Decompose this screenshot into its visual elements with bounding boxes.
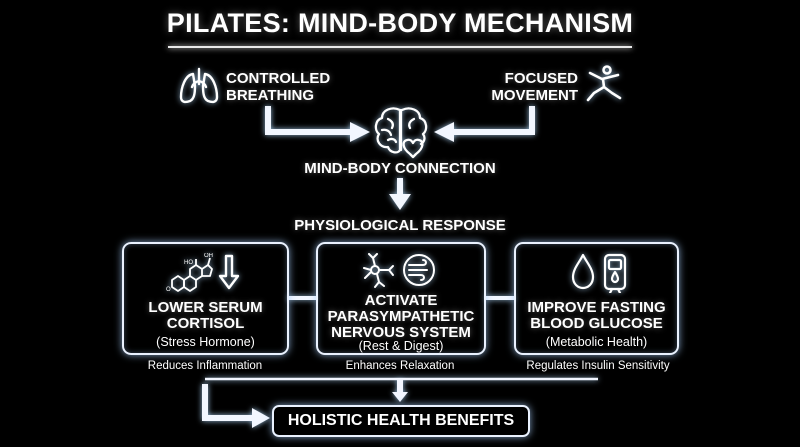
card-cortisol-note: Reduces Inflammation: [147, 360, 263, 372]
glucose-drop-meter-icon: [571, 253, 627, 293]
card-parasympathetic-title: ACTIVATE PARASYMPATHETIC NERVOUS SYSTEM: [318, 293, 484, 341]
card-parasympathetic-line3: NERVOUS SYSTEM: [331, 324, 471, 341]
card-glucose: IMPROVE FASTING BLOOD GLUCOSE (Metabolic…: [514, 242, 679, 355]
svg-text:OH: OH: [204, 253, 213, 259]
right-arrowhead: [434, 122, 454, 142]
card-cortisol-line2: CORTISOL: [166, 315, 245, 332]
outcome-box: HOLISTIC HEALTH BENEFITS: [272, 405, 530, 437]
input-left-line1: CONTROLLED: [226, 70, 331, 87]
lungs-icon: [179, 67, 219, 104]
card-parasympathetic-line1: ACTIVATE: [364, 292, 438, 309]
input-left-line2: BREATHING: [226, 87, 315, 104]
card-glucose-subtitle: (Metabolic Health): [545, 335, 648, 349]
down-arrowhead-1: [389, 194, 411, 210]
response-label: PHYSIOLOGICAL RESPONSE: [294, 217, 506, 234]
card-parasympathetic-note: Enhances Relaxation: [345, 360, 455, 372]
card-cortisol-line1: LOWER SERUM: [148, 299, 263, 316]
card-glucose-note: Regulates Insulin Sensitivity: [526, 360, 670, 372]
left-arrowhead: [350, 122, 370, 142]
right-connector: [452, 106, 535, 135]
card-parasympathetic-subtitle: (Rest & Digest): [358, 339, 444, 353]
page-title: PILATES: MIND-BODY MECHANISM: [166, 8, 634, 38]
svg-text:HO: HO: [184, 260, 193, 266]
left-connector: [265, 106, 352, 135]
input-right-label: FOCUSED MOVEMENT: [470, 70, 578, 104]
card-cortisol: HO OH O LOWER SERUM CORTISOL (Stress Hor…: [122, 242, 289, 355]
input-left-label: CONTROLLED BREATHING: [226, 70, 346, 104]
card-parasympathetic: ACTIVATE PARASYMPATHETIC NERVOUS SYSTEM …: [316, 242, 486, 355]
input-right-line2: MOVEMENT: [491, 87, 578, 104]
down-arrowhead-2: [392, 392, 408, 402]
cortisol-molecule-down-icon: HO OH O: [166, 253, 240, 293]
figure-movement-icon: [586, 65, 622, 102]
card-parasympathetic-line2: PARASYMPATHETIC: [327, 308, 475, 325]
brain-heart-icon: [374, 107, 428, 159]
card-glucose-line1: IMPROVE FASTING: [527, 299, 666, 316]
card-cortisol-title: LOWER SERUM CORTISOL: [124, 300, 287, 332]
neuron-breath-icon: [363, 253, 435, 288]
input-right-line1: FOCUSED: [504, 70, 578, 87]
svg-text:O: O: [166, 287, 171, 293]
connection-label: MIND-BODY CONNECTION: [304, 160, 496, 177]
title-underline: [168, 46, 632, 48]
card-cortisol-subtitle: (Stress Hormone): [156, 335, 255, 349]
card-glucose-title: IMPROVE FASTING BLOOD GLUCOSE: [516, 300, 677, 332]
outcome-arrowhead: [252, 408, 270, 428]
bottom-left-connector: [202, 384, 252, 421]
card-glucose-line2: BLOOD GLUCOSE: [530, 315, 663, 332]
